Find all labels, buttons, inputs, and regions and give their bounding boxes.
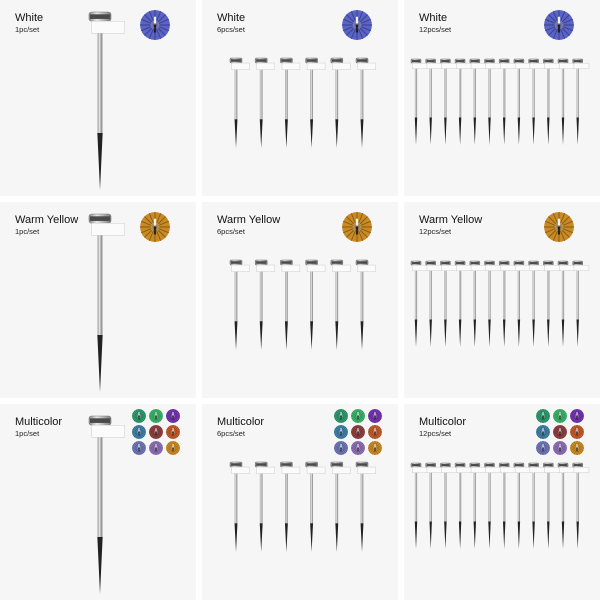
light-color-swatch bbox=[570, 409, 584, 423]
product-title: Warm Yellow bbox=[15, 214, 79, 226]
product-title: Multicolor bbox=[15, 416, 63, 428]
product-title: Warm Yellow bbox=[217, 214, 281, 226]
light-color-swatch bbox=[166, 441, 180, 455]
light-color-swatch bbox=[334, 441, 348, 455]
light-color-swatch bbox=[149, 425, 163, 439]
product-quantity: 1pc/set bbox=[15, 227, 40, 236]
product-title: Multicolor bbox=[217, 416, 265, 428]
light-color-swatch bbox=[334, 409, 348, 423]
light-color-swatch bbox=[342, 10, 372, 40]
light-color-swatch bbox=[368, 409, 382, 423]
product-title: White bbox=[217, 12, 246, 24]
product-quantity: 1pc/set bbox=[15, 429, 40, 438]
stake-lights bbox=[410, 260, 590, 347]
product-title: Multicolor bbox=[419, 416, 467, 428]
light-color-swatch bbox=[140, 10, 170, 40]
product-title: Warm Yellow bbox=[419, 214, 483, 226]
stake-lights bbox=[229, 259, 376, 350]
stake-lights bbox=[88, 213, 125, 392]
light-color-swatch bbox=[334, 425, 348, 439]
light-color-swatch bbox=[140, 212, 170, 242]
light-color-swatch bbox=[166, 425, 180, 439]
product-quantity: 1pc/set bbox=[15, 25, 40, 34]
light-color-swatch bbox=[544, 10, 574, 40]
product-quantity: 6pcs/set bbox=[217, 227, 245, 236]
light-color-swatch bbox=[570, 441, 584, 455]
light-color-swatch bbox=[351, 425, 365, 439]
stake-lights bbox=[229, 461, 376, 552]
product-quantity: 12pcs/set bbox=[419, 227, 452, 236]
light-color-swatch bbox=[536, 409, 550, 423]
product-title: White bbox=[419, 12, 448, 24]
light-color-swatch bbox=[536, 441, 550, 455]
light-color-swatch bbox=[368, 425, 382, 439]
light-color-swatch bbox=[351, 441, 365, 455]
light-color-swatch bbox=[149, 409, 163, 423]
light-color-swatch bbox=[132, 409, 146, 423]
light-color-swatch bbox=[553, 441, 567, 455]
stake-lights bbox=[88, 11, 125, 190]
light-color-swatch bbox=[132, 441, 146, 455]
light-color-swatch bbox=[536, 425, 550, 439]
light-color-swatch bbox=[351, 409, 365, 423]
light-color-swatch bbox=[368, 441, 382, 455]
product-quantity: 6pcs/set bbox=[217, 25, 245, 34]
light-color-swatch bbox=[553, 425, 567, 439]
stake-lights bbox=[229, 57, 376, 148]
light-color-swatch bbox=[570, 425, 584, 439]
product-quantity: 12pcs/set bbox=[419, 25, 452, 34]
light-color-swatch bbox=[132, 425, 146, 439]
light-color-swatch bbox=[544, 212, 574, 242]
product-quantity: 6pcs/set bbox=[217, 429, 245, 438]
light-color-swatch bbox=[149, 441, 163, 455]
light-color-swatch bbox=[166, 409, 180, 423]
stake-lights bbox=[410, 58, 590, 145]
product-quantity: 12pcs/set bbox=[419, 429, 452, 438]
light-color-swatch bbox=[553, 409, 567, 423]
stake-lights bbox=[410, 462, 590, 549]
stake-lights bbox=[88, 415, 125, 594]
product-title: White bbox=[15, 12, 44, 24]
light-color-swatch bbox=[342, 212, 372, 242]
